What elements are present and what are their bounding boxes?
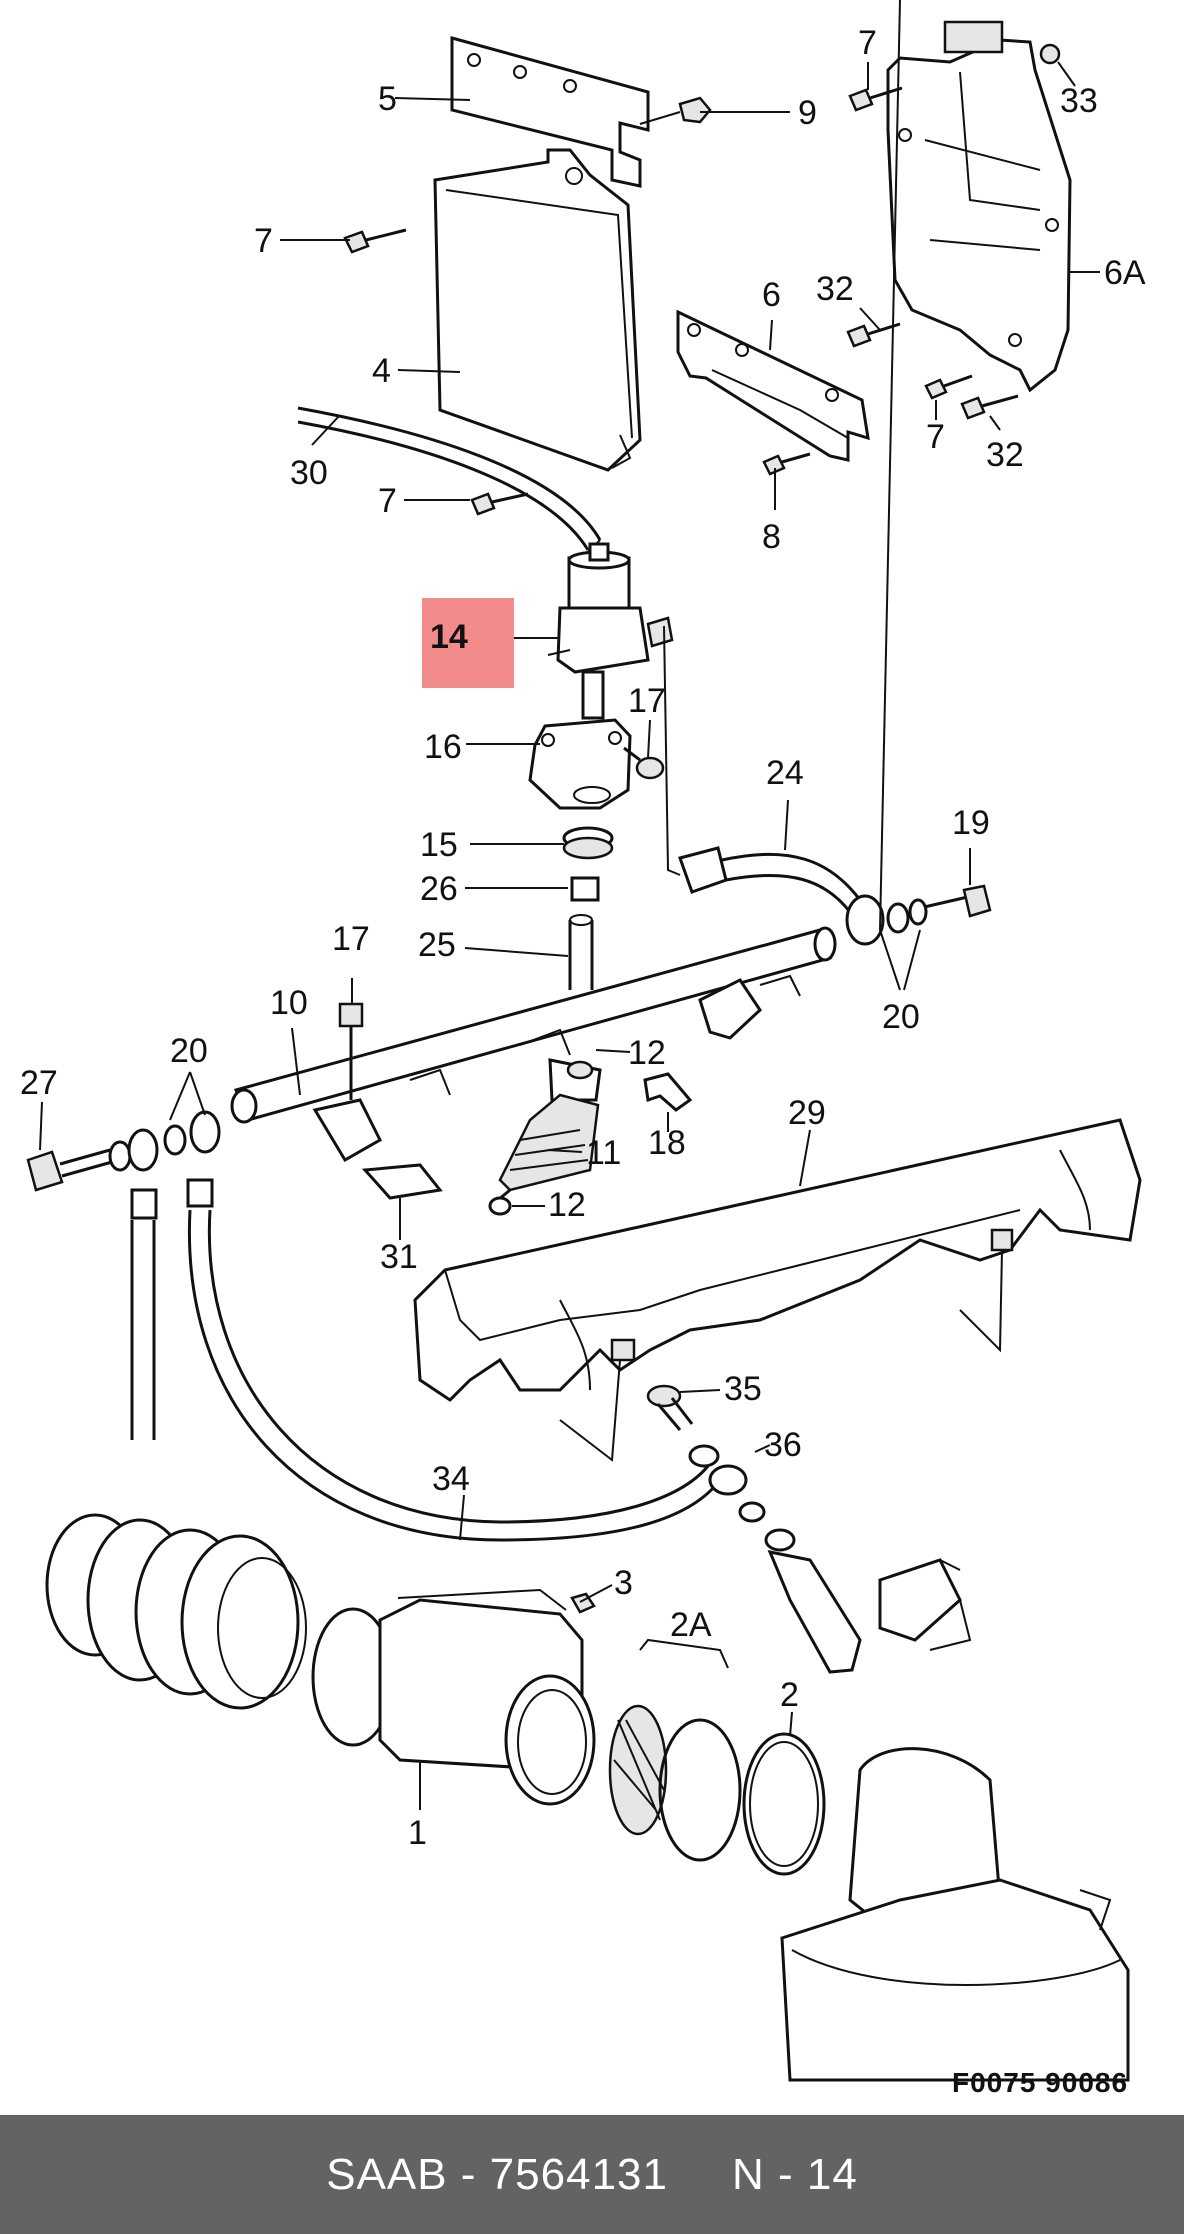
label-18: 18 xyxy=(648,1124,686,1162)
label-17-left: 17 xyxy=(332,920,370,958)
label-26: 26 xyxy=(420,870,458,908)
label-1: 1 xyxy=(408,1814,427,1852)
cover-29 xyxy=(413,1118,1142,1462)
air-filter-housing xyxy=(780,1747,1130,2082)
label-30: 30 xyxy=(290,454,328,492)
label-17-top: 17 xyxy=(628,682,666,720)
pressure-regulator-14 xyxy=(547,542,674,720)
screws xyxy=(343,86,1019,516)
pipe-25 xyxy=(568,914,594,990)
label-34: 34 xyxy=(432,1460,470,1498)
label-7-mid: 7 xyxy=(378,482,397,520)
label-9: 9 xyxy=(798,94,817,132)
label-25: 25 xyxy=(418,926,456,964)
bolt-9 xyxy=(639,96,712,125)
clip-26 xyxy=(570,876,600,902)
o-ring-2 xyxy=(742,1732,826,1876)
label-5: 5 xyxy=(378,80,397,118)
part-labels: 14 5 9 7 33 7 6A 32 6 4 7 32 30 7 8 17 1… xyxy=(20,24,1146,2098)
reference-code: F0075 90086 xyxy=(952,2067,1128,2098)
label-32-lower: 32 xyxy=(986,436,1024,474)
banjo-bolt-27 xyxy=(26,1110,221,1220)
label-7-top: 7 xyxy=(858,24,877,62)
label-33: 33 xyxy=(1060,82,1098,120)
control-unit-4 xyxy=(433,148,642,472)
label-24: 24 xyxy=(766,754,804,792)
section-code: N - 14 xyxy=(731,2149,858,2199)
label-35: 35 xyxy=(724,1370,762,1408)
label-6A: 6A xyxy=(1104,254,1146,292)
label-12-upper: 12 xyxy=(628,1034,666,1072)
label-7-right: 7 xyxy=(926,418,945,456)
hose-24 xyxy=(663,625,885,946)
seal-15 xyxy=(562,826,614,860)
label-10: 10 xyxy=(270,984,308,1022)
bracket-6A xyxy=(886,20,1072,393)
label-19: 19 xyxy=(952,804,990,842)
label-4: 4 xyxy=(372,352,391,390)
bolt-17 xyxy=(623,746,665,780)
label-15: 15 xyxy=(420,826,458,864)
label-29: 29 xyxy=(788,1094,826,1132)
fitting-35 xyxy=(646,1384,766,1523)
label-7-left: 7 xyxy=(254,222,273,260)
air-mass-meter-1 xyxy=(311,1588,596,1806)
label-11: 11 xyxy=(586,1134,621,1172)
label-12-lower: 12 xyxy=(548,1186,586,1224)
fuel-rail-10 xyxy=(230,926,837,1163)
label-32-upper: 32 xyxy=(816,270,854,308)
bolt-17-left xyxy=(338,1002,364,1100)
parts-diagram: 14 5 9 7 33 7 6A 32 6 4 7 32 30 7 8 17 1… xyxy=(20,0,1146,2098)
clip-31 xyxy=(361,1163,443,1225)
highlight-box-14 xyxy=(422,598,514,688)
bracket-6 xyxy=(676,309,870,462)
clip-18 xyxy=(643,1072,693,1112)
mounting-plate-16 xyxy=(528,718,632,810)
label-27: 27 xyxy=(20,1064,58,1102)
label-16: 16 xyxy=(424,728,462,766)
label-8: 8 xyxy=(762,518,781,556)
bolt-19 xyxy=(886,884,992,934)
fuel-lines-left xyxy=(130,1209,722,1542)
footer-bar: SAAB - 7564131 N - 14 xyxy=(0,2115,1184,2234)
label-36: 36 xyxy=(764,1426,802,1464)
label-2A: 2A xyxy=(670,1606,712,1644)
gasket-2A xyxy=(608,1638,742,1862)
injector-11 xyxy=(488,1058,602,1216)
label-2: 2 xyxy=(780,1676,799,1714)
brand-part-number: SAAB - 7564131 xyxy=(326,2149,668,2199)
label-14: 14 xyxy=(430,618,468,656)
leader-lines xyxy=(39,0,1100,1810)
label-20-left: 20 xyxy=(170,1032,208,1070)
label-31: 31 xyxy=(380,1238,418,1276)
label-3: 3 xyxy=(614,1564,633,1602)
intake-bellows xyxy=(45,1513,307,1710)
label-6: 6 xyxy=(762,276,781,314)
bracket-5 xyxy=(450,36,650,188)
label-20-right: 20 xyxy=(882,998,920,1036)
valve-36 xyxy=(764,1528,972,1674)
